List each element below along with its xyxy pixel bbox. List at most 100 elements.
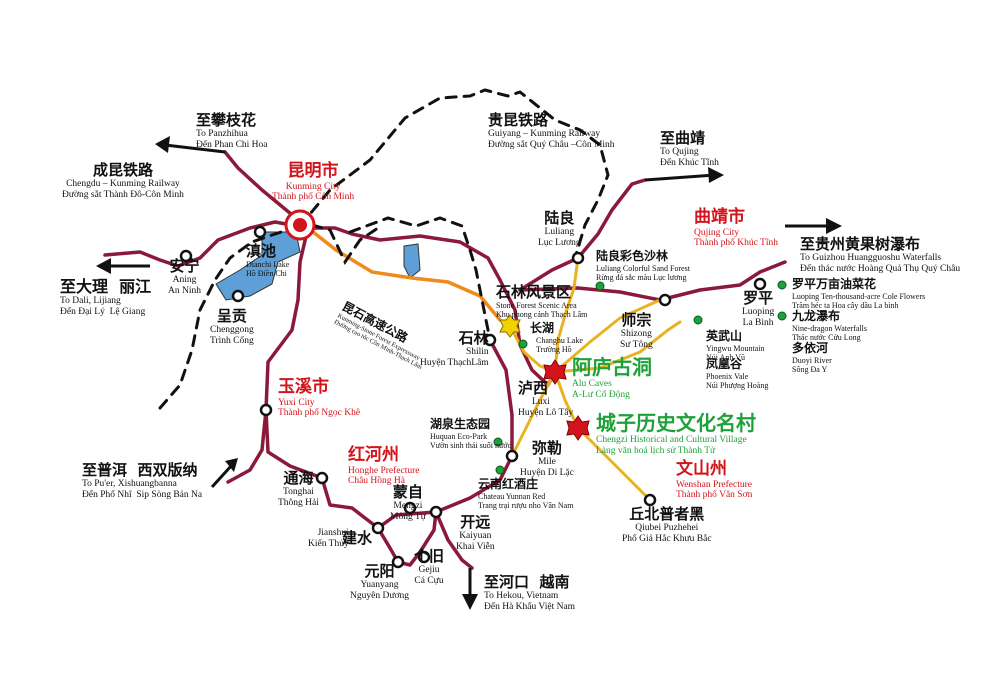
station-mengzi xyxy=(403,501,417,515)
alu-zh: 阿庐古洞 xyxy=(572,355,652,379)
phoenix-en: Phoenix Vale xyxy=(706,371,749,381)
stone-forest-zh: 石林风景区 xyxy=(496,283,572,301)
road-kunming-qujing xyxy=(306,226,502,282)
chenggong-en: Chenggong xyxy=(210,325,254,336)
honghe-en: Honghe Prefecture xyxy=(348,465,420,476)
jianshui-zh: 建水 xyxy=(342,529,373,547)
luliang-en: Luliang xyxy=(544,227,575,238)
luliang-vi: Lục Lương xyxy=(538,238,581,249)
chenggong-vi: Trình Cống xyxy=(210,336,254,347)
to-qujing-vi: Đến Khúc Tĩnh xyxy=(660,158,719,169)
changhu-zh: 长湖 xyxy=(530,321,555,335)
yuanyang-en: Yuanyang xyxy=(360,580,399,591)
label-mile: 弥勒 Mile Huyện Di Lặc xyxy=(520,439,574,479)
label-cole: 罗平万亩油菜花 Luoping Ten-thousand-acre Cole F… xyxy=(792,277,925,310)
anning-vi: An Ninh xyxy=(168,286,201,297)
scenic-route-alu-yingwu xyxy=(553,320,682,374)
kunming-marker-dot xyxy=(293,218,307,232)
to-qujing-zh: 至曲靖 xyxy=(660,129,706,147)
station-chenggong xyxy=(231,289,245,303)
label-to-guizhou: 至贵州黄果树瀑布 To Guizhou Huangguoshu Waterfal… xyxy=(800,235,960,275)
yingwu-vi: Núi Anh Vũ xyxy=(706,352,745,362)
dianchi-vi: Hồ Điền Chi xyxy=(246,269,287,279)
yuxi-zh: 玉溪市 xyxy=(278,377,329,397)
kunming-en: Kunming City xyxy=(285,181,341,192)
station-gejiu xyxy=(417,550,431,564)
luliang-sand-zh: 陆良彩色沙林 xyxy=(596,249,669,263)
station-jianshui xyxy=(371,521,385,535)
yuxi-vi: Thành phố Ngọc Khê xyxy=(278,408,361,419)
qujing-zh: 曲靖市 xyxy=(694,207,745,227)
chengkun-vi: Đường sắt Thành Đô-Côn Minh xyxy=(62,190,184,201)
huquan-vi: Vườn sinh thái suối nước xyxy=(430,440,512,450)
scenic-dot-cole xyxy=(777,280,787,290)
arrow-puer xyxy=(210,463,234,489)
luxi-zh: 泸西 xyxy=(518,379,549,397)
winery-zh: 云南红酒庄 xyxy=(478,477,539,491)
label-winery: 云南红酒庄 Chateau Yunnan Red Trang trại rượu… xyxy=(478,477,574,510)
scenic-dot-winery xyxy=(495,465,505,475)
chengzi-en: Chengzi Historical and Cultural Village xyxy=(596,435,747,445)
qiubei-en: Qiubei Puzhehei xyxy=(635,523,699,534)
road-jianshui-yuanyang xyxy=(376,510,438,567)
shizong-vi: Sư Tông xyxy=(620,340,653,351)
arrowhead-guizhou xyxy=(826,218,842,234)
label-chenggong: 呈贡 Chenggong Trình Cống xyxy=(210,307,254,347)
shizong-en: Shizong xyxy=(620,329,652,340)
label-luoping: 罗平 Luoping La Bình xyxy=(742,289,774,329)
station-anning xyxy=(179,249,193,263)
winery-vi: Trang trại rượu nho Vân Nam xyxy=(478,500,574,510)
wenshan-vi: Thành phố Văn Sơn xyxy=(676,490,753,501)
changhu-vi: Trường Hồ xyxy=(536,344,572,354)
dali-en: To Dali, Lijiang xyxy=(60,296,121,307)
label-tonghai: 通海 Tonghai Thông Hải xyxy=(278,469,319,509)
dali-vi: Đến Đại Lý Lệ Giang xyxy=(60,307,146,318)
guizhou-zh: 至贵州黄果树瀑布 xyxy=(800,235,921,253)
cole-vi: Trăm héc ta Hoa cây dầu La bình xyxy=(792,300,899,310)
label-luxi: 泸西 Luxi Huyện Lô Tây xyxy=(518,379,573,419)
luliang-sand-en: Luliang Colorful Sand Forest xyxy=(596,263,690,273)
arrowhead-hekou xyxy=(462,594,478,610)
luoping-zh: 罗平 xyxy=(743,289,774,307)
station-qiubei xyxy=(643,493,657,507)
hekou-zh: 至河口 越南 xyxy=(484,573,570,591)
kaiyuan-zh: 开远 xyxy=(460,513,491,531)
hekou-en: To Hekou, Vietnam xyxy=(484,591,559,602)
qiubei-zh: 丘北普者黑 xyxy=(629,505,705,523)
honghe-vi: Châu Hồng Hà xyxy=(348,476,405,487)
label-alu-caves: 阿庐古洞 Alu Caves A-Lư Cổ Động xyxy=(572,356,652,401)
scenic-dot-changhu xyxy=(518,339,528,349)
stone-forest-en: Stone Forest Scenic Area xyxy=(496,301,577,311)
label-huquan: 湖泉生态园 Huquan Eco-Park Vườn sinh thái suố… xyxy=(430,417,512,450)
label-luliang-sand: 陆良彩色沙林 Luliang Colorful Sand Forest Rừng… xyxy=(596,249,690,282)
honghe-zh: 红河州 xyxy=(348,445,399,465)
chengzi-zh: 城子历史文化名村 xyxy=(596,411,756,435)
scenic-dot-nine-dragon xyxy=(777,311,787,321)
panzhihua-en: To Panzhihua xyxy=(196,129,248,140)
anning-en: Aning xyxy=(172,275,197,286)
changhu-en: Changhu Lake xyxy=(536,335,583,345)
phoenix-vi: Núi Phượng Hoàng xyxy=(706,380,769,390)
puer-en: To Pu'er, Xishuangbanna xyxy=(82,479,177,490)
nine-dragon-en: Nine-dragon Waterfalls xyxy=(792,323,867,333)
label-yuanyang: 元阳 Yuanyang Nguyên Dương xyxy=(350,562,409,602)
railway-guikun xyxy=(298,88,610,260)
label-anning: 安宁 Aning An Ninh xyxy=(168,257,201,297)
scenic-route-luliang-changhu xyxy=(553,256,580,374)
label-nine-dragon: 九龙瀑布 Nine-dragon Waterfalls Thác nước Cử… xyxy=(792,309,867,342)
jianshui-vi: Kiến Thủy xyxy=(308,538,349,549)
hekou-vi: Đến Hà Khẩu Việt Nam xyxy=(484,602,576,613)
label-phoenix: 凤凰谷 Phoenix Vale Núi Phượng Hoàng xyxy=(706,357,769,390)
puer-vi: Đến Phổ Nhĩ Sip Sòng Bản Na xyxy=(82,490,203,501)
dianchi-zh: 滇池 xyxy=(246,242,277,260)
anning-zh: 安宁 xyxy=(169,257,200,275)
scenic-dot-luliang-sand xyxy=(595,281,605,291)
qujing-en: Qujing City xyxy=(694,227,740,238)
arrowhead-dali xyxy=(96,258,111,274)
scenic-route-qiubei xyxy=(576,426,652,502)
scenic-route-chengzi xyxy=(553,370,580,430)
guikun-en: Guiyang – Kunming Railway xyxy=(488,129,601,140)
railway-chengkun xyxy=(158,224,302,410)
huquan-en: Huquan Eco-Park xyxy=(430,431,488,441)
